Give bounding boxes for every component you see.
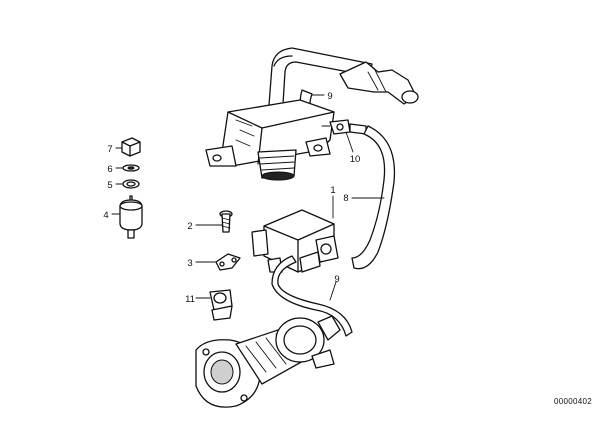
callout-5[interactable]: 5: [107, 180, 112, 191]
callout-9-upper[interactable]: 9: [327, 91, 332, 102]
rubber-mount-part-4: [119, 195, 143, 239]
callout-10[interactable]: 10: [350, 154, 361, 165]
housing-block: [205, 99, 335, 181]
callout-11[interactable]: 11: [185, 294, 195, 305]
callout-3[interactable]: 3: [187, 258, 192, 269]
callout-1[interactable]: 1: [330, 185, 335, 196]
callout-2[interactable]: 2: [187, 221, 192, 232]
callout-8[interactable]: 8: [343, 193, 348, 204]
hose-part-8: [351, 125, 396, 270]
washer-part-6: [122, 164, 140, 172]
clip-part-11: [209, 289, 233, 321]
callout-7[interactable]: 7: [107, 144, 112, 155]
bolt-part-2: [219, 210, 233, 233]
callout-6[interactable]: 6: [107, 164, 112, 175]
small-connector-part-10: [329, 119, 367, 135]
washer-part-5: [122, 179, 140, 189]
bracket-part-3: [215, 253, 241, 271]
vacuum-unit-assembly: [195, 315, 341, 408]
hose-part-9: [271, 255, 353, 337]
leader-lines: [111, 94, 385, 301]
callout-9-lower[interactable]: 9: [334, 274, 339, 285]
control-valve-part-1: [251, 209, 339, 273]
nut-part-7: [121, 137, 141, 157]
drawing-number: 00000402: [554, 397, 592, 406]
callout-4[interactable]: 4: [103, 210, 108, 221]
